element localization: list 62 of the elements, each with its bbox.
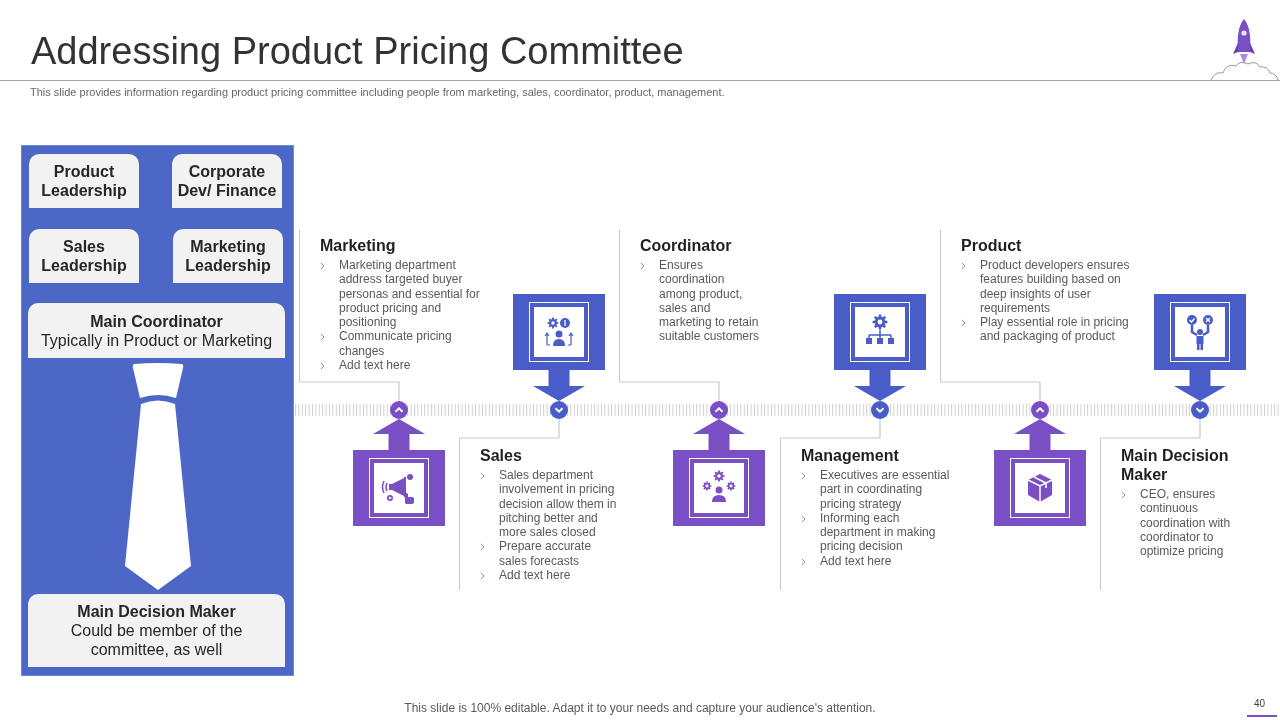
role-card: [173, 229, 283, 283]
role-note: Could be member of the committee, as well: [69, 621, 244, 659]
footer-note: This slide is 100% editable. Adapt it to your needs and capture your audience's attention.: [404, 701, 876, 715]
bullet-text: Communicate pricing changes: [339, 329, 453, 359]
bullet-text: Add text here: [339, 358, 412, 373]
section-heading: Coordinator: [640, 236, 733, 255]
bullet-text: Prepare accurate sales forecasts: [499, 539, 593, 569]
section-heading: Management: [801, 446, 900, 465]
page-number: 40: [1254, 698, 1266, 710]
leader-line: [779, 418, 881, 439]
chevron-up-circle-icon: [710, 401, 728, 419]
section-heading: Main Decision Maker: [1121, 446, 1230, 484]
bullet-text: Add text here: [499, 568, 572, 583]
role-title: Main Coordinator: [90, 311, 223, 331]
block-arrow: [693, 419, 745, 450]
role-card: [28, 303, 285, 358]
block-arrow: [533, 370, 585, 401]
leader-line: [458, 418, 560, 439]
role-title: Product Leadership: [40, 162, 128, 200]
icon-tile: [1154, 294, 1246, 370]
bullet-text: Executives are essential part in coordinating pricing strategy: [820, 468, 951, 511]
chevron-down-circle-icon: [550, 401, 568, 419]
roles-panel: [21, 145, 294, 676]
role-card: [29, 229, 139, 283]
icon-tile: [834, 294, 926, 370]
leader-line: [298, 381, 400, 402]
bullet-text: Ensures coordination among product, sales and marketing to retain suitable customers: [659, 258, 761, 344]
icon-tile: [513, 294, 605, 370]
slide-title: Addressing Product Pricing Committee: [31, 29, 684, 74]
icon-tile: [353, 450, 445, 526]
chevron-up-circle-icon: [1031, 401, 1049, 419]
bullet-text: CEO, ensures continuous coordination with coordinator to optimize pricing: [1140, 487, 1232, 559]
role-title: Sales Leadership: [40, 237, 128, 275]
leader-line: [939, 381, 1041, 402]
block-arrow: [854, 370, 906, 401]
subtitle-text: This slide provides information regarding product pricing committee including people from marketing, sales, coordinator, product, management.: [30, 86, 725, 99]
chevron-up-circle-icon: [390, 401, 408, 419]
icon-tile: [994, 450, 1086, 526]
role-card: [172, 154, 282, 208]
block-arrow: [1174, 370, 1226, 401]
role-title: Main Decision Maker: [77, 602, 236, 621]
role-card: [28, 594, 285, 667]
bullet-text: Product developers ensures features building based on deep insights of user requirements: [980, 258, 1131, 316]
role-note: Typically in Product or Marketing: [40, 330, 273, 350]
leader-line: [618, 381, 720, 402]
leader-line: [1099, 418, 1201, 439]
block-arrow: [373, 419, 425, 450]
bullet-text: Play essential role in pricing and packaging of product: [980, 315, 1130, 344]
block-arrow: [1014, 419, 1066, 450]
section-heading: Marketing: [320, 236, 397, 255]
section-heading: Product: [961, 236, 1023, 255]
role-title: Marketing Leadership: [184, 237, 272, 275]
chevron-down-circle-icon: [1191, 401, 1209, 419]
role-card: [29, 154, 139, 208]
chevron-down-circle-icon: [871, 401, 889, 419]
role-title: Corporate Dev/ Finance: [176, 162, 278, 200]
bullet-text: Sales department involvement in pricing decision allow them in pitching better and more sales closed: [499, 468, 618, 540]
bullet-text: Informing each department in making pricing decision: [820, 510, 937, 554]
section-heading: Sales: [480, 446, 523, 465]
icon-tile: [673, 450, 765, 526]
bullet-text: Add text here: [820, 553, 893, 569]
bullet-text: Marketing department address targeted buyer personas and essential for product pricing and positioning: [339, 258, 481, 330]
